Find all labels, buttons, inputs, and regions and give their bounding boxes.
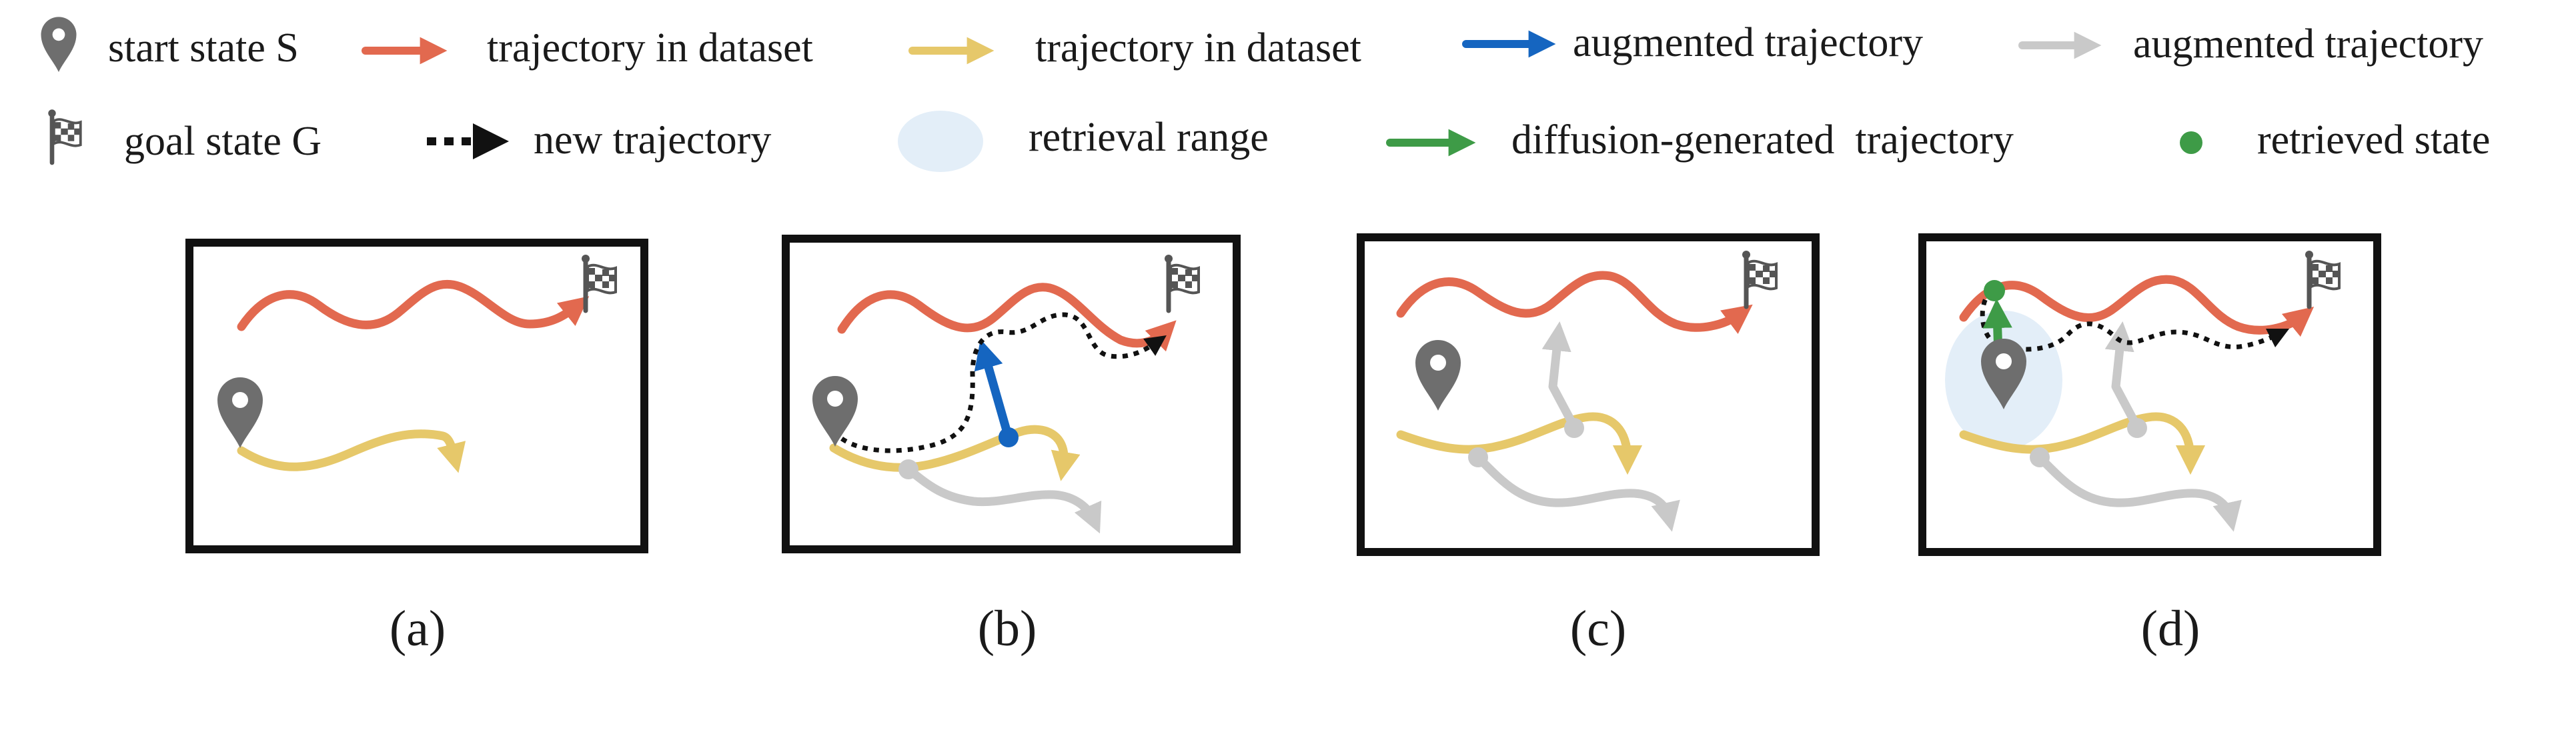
panel-caption: (a) (390, 601, 446, 657)
branch-point (1564, 418, 1584, 438)
augmented-trajectory-blue (974, 339, 1013, 442)
legend-augmented-gray-label: augmented trajectory (2133, 21, 2483, 67)
panel-caption: (b) (978, 601, 1037, 657)
legend: start state S trajectory in dataset traj… (41, 17, 2490, 172)
augmented-start-point (999, 427, 1019, 447)
dataset-trajectory-yellow (237, 429, 466, 473)
location-pin-icon (41, 17, 77, 72)
new-trajectory-dotted (840, 312, 1167, 453)
augmented-trajectory-gray (2035, 453, 2242, 532)
legend-retrieval-range-label: retrieval range (1029, 115, 1269, 160)
dataset-trajectory-red (237, 279, 590, 331)
legend-dataset-yellow: trajectory in dataset (908, 25, 1361, 71)
legend-augmented-blue: augmented trajectory (1462, 20, 1923, 65)
legend-retrieval-range: retrieval range (898, 111, 1269, 172)
legend-dataset-red-label: trajectory in dataset (487, 25, 813, 71)
legend-augmented-blue-label: augmented trajectory (1573, 20, 1923, 65)
legend-retrieved-state-label: retrieved state (2257, 117, 2490, 163)
augmented-trajectory-gray (904, 465, 1102, 534)
augmented-trajectory-gray (2104, 321, 2142, 431)
retrieved-state-dot (1984, 280, 2005, 301)
augmented-trajectory-gray (1541, 321, 1579, 431)
legend-retrieved-state: retrieved state (2180, 117, 2490, 163)
legend-start-state: start state S (41, 17, 299, 72)
panel-a: (a) (185, 239, 648, 657)
legend-dataset-red: trajectory in dataset (362, 25, 813, 71)
dataset-trajectory-red (837, 283, 1177, 352)
panel-caption: (c) (1570, 601, 1626, 657)
legend-goal-state-label: goal state G (124, 119, 321, 164)
branch-point (1468, 447, 1488, 467)
dataset-trajectory-red (1396, 271, 1753, 334)
dataset-trajectory-yellow (1959, 412, 2206, 475)
legend-diffusion: diffusion-generated trajectory (1386, 117, 2014, 163)
legend-augmented-gray: augmented trajectory (2018, 21, 2483, 67)
legend-new-trajectory: new trajectory (427, 117, 771, 163)
dataset-trajectory-yellow (1396, 412, 1643, 475)
dataset-trajectory-red (1959, 275, 2315, 337)
panel-d: (d) (1918, 233, 2381, 657)
panel-b: (b) (782, 235, 1241, 657)
checkered-flag-icon (48, 109, 80, 163)
branch-point (898, 459, 918, 479)
panel-caption: (d) (2141, 601, 2200, 657)
branch-point (2030, 447, 2050, 467)
green-dot-icon (2180, 131, 2202, 154)
augmented-trajectory-gray (1473, 453, 1680, 532)
legend-diffusion-label: diffusion-generated trajectory (1511, 117, 2014, 163)
panel-c: (c) (1357, 233, 1820, 657)
branch-point (2127, 418, 2147, 438)
legend-start-state-label: start state S (108, 25, 299, 71)
legend-goal-state: goal state G (48, 109, 321, 164)
retrieval-ellipse-icon (898, 111, 983, 172)
legend-new-trajectory-label: new trajectory (534, 117, 771, 163)
dataset-trajectory-yellow (829, 425, 1081, 481)
legend-dataset-yellow-label: trajectory in dataset (1035, 25, 1361, 71)
